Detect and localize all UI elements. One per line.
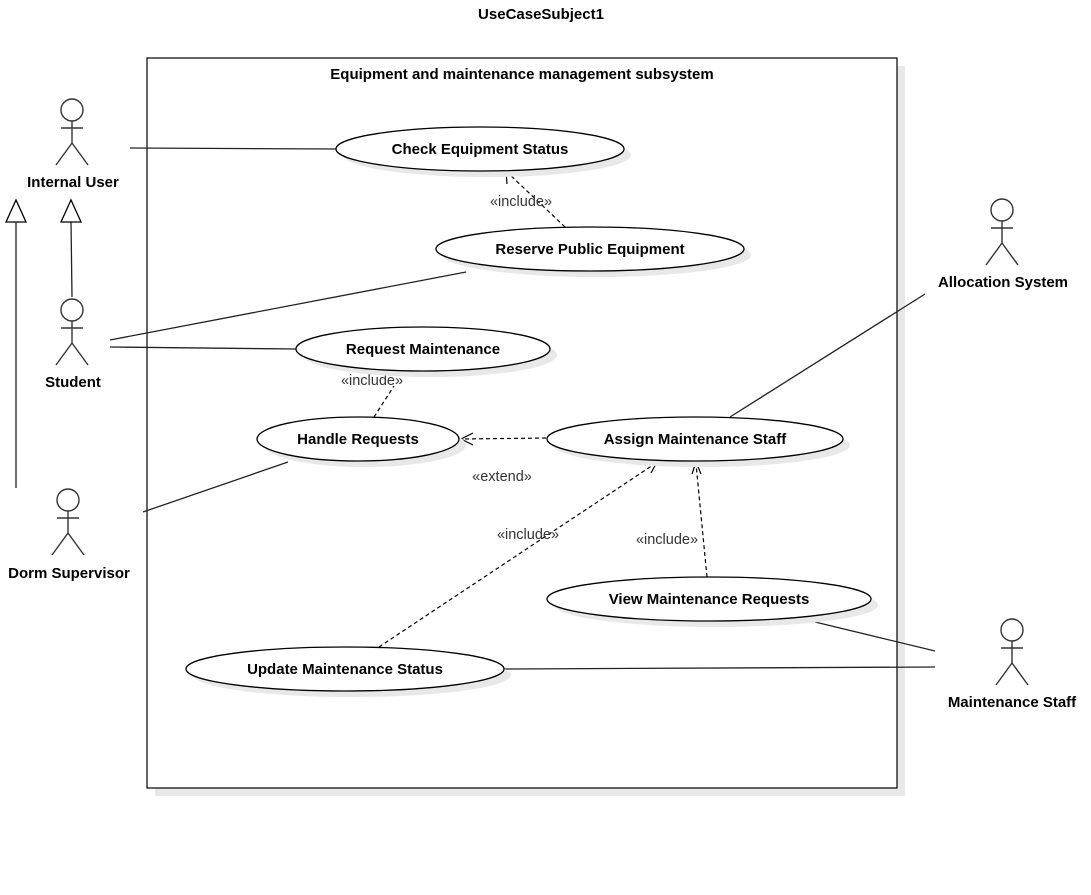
dep-assign-handle [461, 437, 547, 440]
dep-request-handle [373, 385, 395, 418]
gen-student-internal-head [59, 198, 83, 223]
actor-maintenance-staff[interactable]: Maintenance Staff [948, 618, 1077, 711]
use-case-assign-maintenance-staff[interactable]: Assign Maintenance Staff [546, 416, 850, 467]
use-case-check-equipment-status[interactable]: Check Equipment Status [335, 126, 631, 177]
actor-label: Maintenance Staff [948, 694, 1077, 711]
stereotype-include-update-assign: «include» [497, 527, 559, 543]
use-case-label: Request Maintenance [346, 341, 500, 358]
use-case-label: Handle Requests [297, 431, 419, 448]
use-case-view-maintenance-requests[interactable]: View Maintenance Requests [546, 576, 878, 627]
gen-student-internal-line [70, 221, 73, 298]
assoc-staff-update [503, 666, 936, 670]
stick-figure-icon [995, 618, 1029, 686]
use-case-label: Assign Maintenance Staff [604, 431, 788, 448]
actor-allocation-system[interactable]: Allocation System [938, 198, 1068, 291]
stick-figure-icon [985, 198, 1019, 266]
use-case-request-maintenance[interactable]: Request Maintenance [295, 326, 557, 377]
use-case-label: Reserve Public Equipment [495, 241, 684, 258]
assoc-student-request [109, 346, 298, 350]
subsystem-title: Equipment and maintenance management sub… [330, 66, 713, 83]
actor-student[interactable]: Student [45, 298, 101, 391]
gen-supervisor-internal-head [4, 198, 28, 223]
actor-internal-user[interactable]: Internal User [27, 98, 119, 191]
actor-label: Allocation System [938, 274, 1068, 291]
assoc-student-reserve [109, 271, 467, 341]
stereotype-include-reserve-check: «include» [490, 194, 552, 210]
use-case-label: Check Equipment Status [392, 141, 569, 158]
assoc-allocation-assign [729, 293, 926, 418]
use-case-label: Update Maintenance Status [247, 661, 443, 678]
associations [109, 147, 936, 670]
assoc-internal-user-check [129, 147, 338, 150]
stereotype-extend-assign-handle: «extend» [472, 469, 532, 485]
use-case-reserve-public-equipment[interactable]: Reserve Public Equipment [435, 226, 751, 277]
generalizations [4, 198, 83, 488]
dep-view-assign [695, 463, 708, 578]
stick-figure-icon [51, 488, 85, 556]
actor-label: Dorm Supervisor [8, 565, 130, 582]
stick-figure-icon [55, 98, 89, 166]
stereotype-include-request-handle: «include» [341, 373, 403, 389]
dep-reserve-check [507, 172, 566, 228]
assoc-staff-view [814, 621, 936, 652]
use-case-label: View Maintenance Requests [609, 591, 810, 608]
diagram-title: UseCaseSubject1 [478, 6, 604, 23]
use-case-update-maintenance-status[interactable]: Update Maintenance Status [185, 646, 511, 697]
assoc-supervisor-handle [142, 461, 289, 513]
actor-label: Student [45, 374, 101, 391]
actor-label: Internal User [27, 174, 119, 191]
actor-dorm-supervisor[interactable]: Dorm Supervisor [8, 488, 130, 582]
use-case-handle-requests[interactable]: Handle Requests [256, 416, 466, 467]
stereotype-include-view-assign: «include» [636, 532, 698, 548]
stick-figure-icon [55, 298, 89, 366]
